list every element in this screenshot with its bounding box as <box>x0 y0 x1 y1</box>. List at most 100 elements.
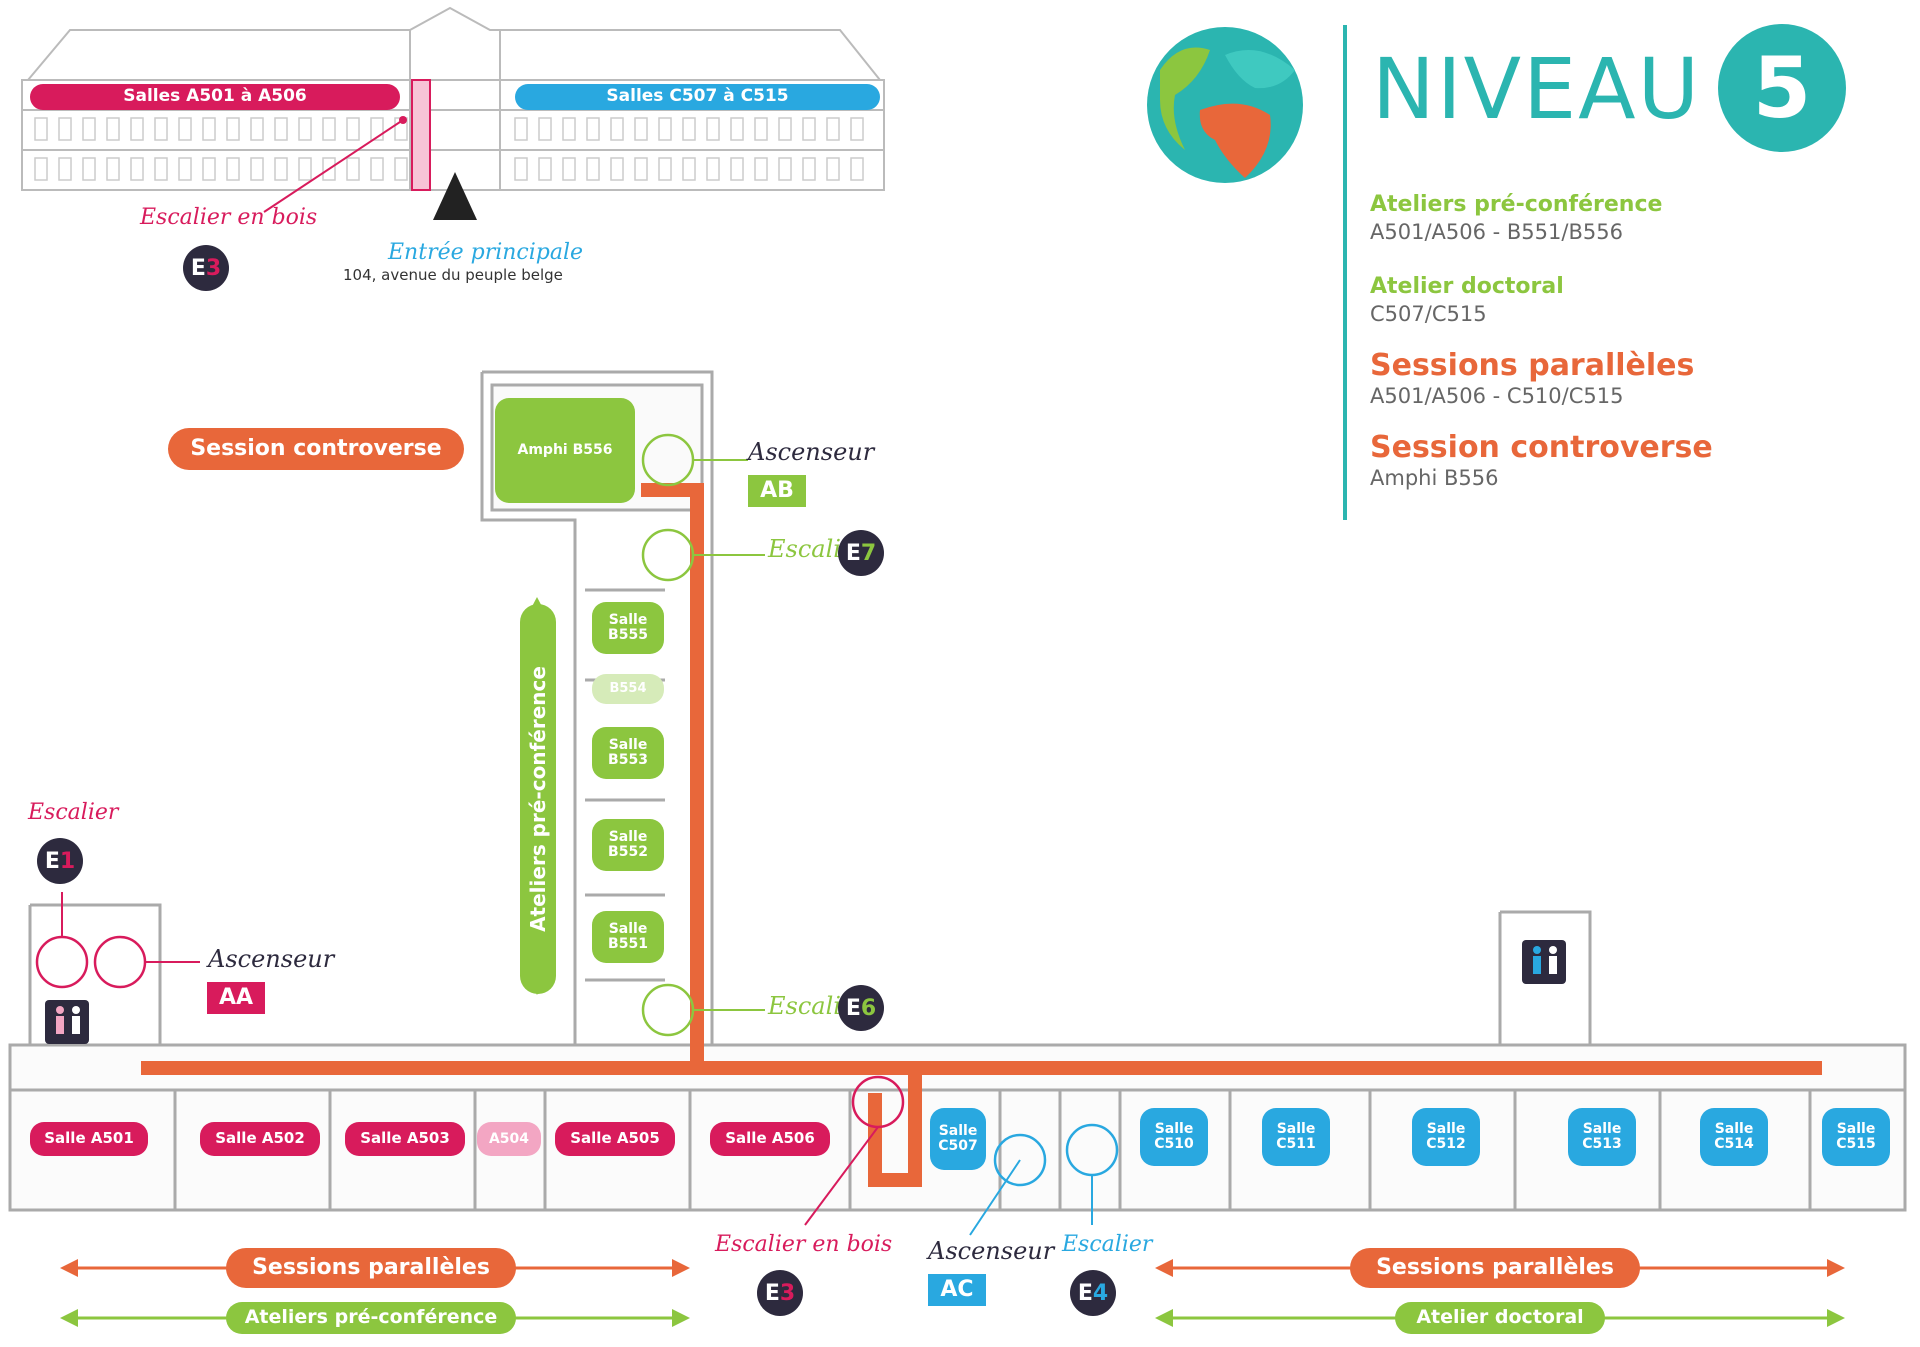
ascenseur-ac-label: Ascenseur <box>928 1237 1055 1265</box>
facade-left-label: Salles A501 à A506 <box>30 84 400 110</box>
facade-window <box>610 117 624 141</box>
wooden-stair-hatch <box>411 79 431 191</box>
ateliers-vertical-label: Ateliers pré-conférence <box>520 604 556 994</box>
facade-window <box>754 157 768 181</box>
wooden-stair-pointer <box>263 119 404 213</box>
facade-window <box>346 117 360 141</box>
facade-window <box>538 117 552 141</box>
facade-window <box>586 117 600 141</box>
elevator-aa-tag: AA <box>207 982 265 1014</box>
room-a504[interactable]: A504 <box>477 1122 541 1156</box>
facade-window <box>298 117 312 141</box>
facade-window <box>634 117 648 141</box>
facade-window <box>826 157 840 181</box>
facade-window <box>250 157 264 181</box>
wooden-stair-top-label: Escalier en bois <box>140 205 318 230</box>
toilet-icon <box>1522 940 1566 984</box>
facade-window <box>322 117 336 141</box>
facade-window <box>778 117 792 141</box>
facade-window <box>850 157 864 181</box>
toilet-icon <box>45 1000 89 1044</box>
globe-logo <box>1147 27 1303 183</box>
legend-detail-2: C507/C515 <box>1370 302 1487 326</box>
room-c512[interactable]: Salle C512 <box>1412 1108 1480 1166</box>
room-a503[interactable]: Salle A503 <box>345 1122 465 1156</box>
facade-window <box>730 117 744 141</box>
facade-window <box>82 117 96 141</box>
room-c510[interactable]: Salle C510 <box>1140 1108 1208 1166</box>
room-a505[interactable]: Salle A505 <box>555 1122 675 1156</box>
facade-window <box>250 117 264 141</box>
room-a506[interactable]: Salle A506 <box>710 1122 830 1156</box>
facade-window <box>682 157 696 181</box>
room-a502[interactable]: Salle A502 <box>200 1122 320 1156</box>
facade-window <box>58 157 72 181</box>
facade-window <box>370 117 384 141</box>
facade-window <box>202 117 216 141</box>
facade-window <box>202 157 216 181</box>
facade-window <box>802 117 816 141</box>
level-circle <box>1718 24 1846 152</box>
ascenseur-ab-label: Ascenseur <box>748 438 875 466</box>
session-controverse-pill: Session controverse <box>168 428 464 470</box>
room-b552[interactable]: Salle B552 <box>592 819 664 871</box>
facade-window <box>802 157 816 181</box>
facade-window <box>34 117 48 141</box>
facade-window <box>226 157 240 181</box>
facade-window <box>178 117 192 141</box>
room-c507[interactable]: Salle C507 <box>930 1108 986 1170</box>
legend-detail-3: A501/A506 - C510/C515 <box>1370 384 1624 408</box>
sessions-paralleles-left: Sessions parallèles <box>226 1248 516 1288</box>
facade-window <box>682 117 696 141</box>
facade-window <box>826 117 840 141</box>
facade-window <box>274 157 288 181</box>
facade-window <box>658 157 672 181</box>
room-b555[interactable]: Salle B555 <box>592 602 664 654</box>
room-c514[interactable]: Salle C514 <box>1700 1108 1768 1166</box>
legend-title-3: Sessions parallèles <box>1370 348 1695 383</box>
sessions-paralleles-right: Sessions parallèles <box>1350 1248 1640 1288</box>
facade-window <box>562 157 576 181</box>
room-c511[interactable]: Salle C511 <box>1262 1108 1330 1166</box>
room-b553[interactable]: Salle B553 <box>592 727 664 779</box>
elevator-ab-tag: AB <box>748 475 806 507</box>
legend-detail-4: Amphi B556 <box>1370 466 1499 490</box>
facade-window <box>226 117 240 141</box>
facade-window <box>514 117 528 141</box>
atelier-doctoral-bottom: Atelier doctoral <box>1395 1302 1605 1334</box>
facade-window <box>346 157 360 181</box>
room-c513[interactable]: Salle C513 <box>1568 1108 1636 1166</box>
level-number: 5 <box>1752 39 1812 137</box>
room-c515[interactable]: Salle C515 <box>1822 1108 1890 1166</box>
level-word: NIVEAU <box>1372 40 1702 138</box>
facade-window <box>274 117 288 141</box>
legend-title-1: Ateliers pré-conférence <box>1370 192 1663 217</box>
facade-window <box>514 157 528 181</box>
route-path <box>141 483 1822 1187</box>
main-entrance-address: 104, avenue du peuple belge <box>343 266 563 284</box>
facade-window <box>130 117 144 141</box>
facade-window <box>106 117 120 141</box>
facade-window <box>58 117 72 141</box>
facade-window <box>34 157 48 181</box>
facade-window <box>562 117 576 141</box>
room-amphi-b556[interactable]: Amphi B556 <box>495 398 635 503</box>
facade-window <box>658 117 672 141</box>
facade-right-label: Salles C507 à C515 <box>515 84 880 110</box>
facade-window <box>154 117 168 141</box>
main-entrance-label: Entrée principale <box>388 240 584 265</box>
facade-window <box>850 117 864 141</box>
ateliers-pre-conference-bottom: Ateliers pré-conférence <box>226 1302 516 1334</box>
room-b551[interactable]: Salle B551 <box>592 911 664 963</box>
facade-window <box>538 157 552 181</box>
facade-window <box>706 157 720 181</box>
room-b554[interactable]: B554 <box>592 674 664 704</box>
escalier-en-bois-bottom-label: Escalier en bois <box>715 1232 893 1257</box>
facade-window <box>730 157 744 181</box>
room-a501[interactable]: Salle A501 <box>30 1122 148 1156</box>
